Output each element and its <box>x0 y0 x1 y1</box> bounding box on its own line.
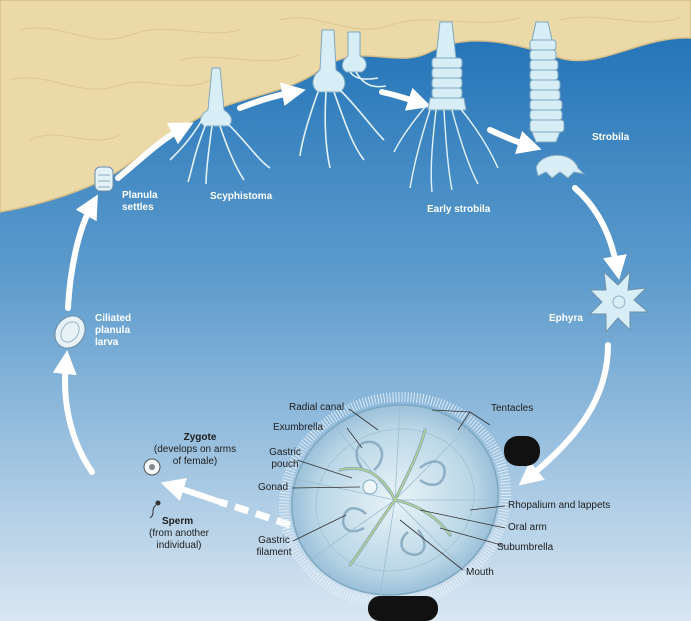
label-zygote-note: (develops on arms of female) <box>153 444 237 467</box>
label-subumbrella: Subumbrella <box>497 542 554 553</box>
arrow-strobila-to-ephyra <box>572 185 627 280</box>
scyphistoma <box>169 67 271 185</box>
label-radial-canal: Radial canal <box>289 402 345 413</box>
redaction-mark-1 <box>504 436 540 466</box>
arrow-early-to-strobila <box>487 127 542 154</box>
label-tentacles: Tentacles <box>491 403 534 414</box>
medusa-tentacle-fringe <box>278 392 512 608</box>
planula-larva <box>54 315 86 349</box>
arrow-larva-to-settles <box>65 194 98 311</box>
label-gastric-filament: Gastric filament <box>256 535 292 558</box>
polyp-budding <box>299 29 387 169</box>
label-exumbrella: Exumbrella <box>273 422 324 433</box>
part-leader-lines <box>291 408 506 571</box>
label-rhopalium-and-lappets: Rhopalium and lappets <box>508 500 611 511</box>
arrow-settle-to-scyphistoma <box>115 122 194 181</box>
cycle-arrows <box>52 82 627 486</box>
arrow-zygote-to-larva <box>52 350 95 475</box>
label-oral-arm: Oral arm <box>508 522 547 533</box>
sperm-cell <box>149 500 161 519</box>
label-zygote: Zygote <box>183 432 217 443</box>
label-planula-settles: Planula settles <box>122 190 158 213</box>
early-strobila <box>393 21 499 193</box>
arrow-medusa-to-zygote <box>160 478 292 529</box>
arrow-ephyra-to-medusa <box>518 342 611 486</box>
redaction-mark-2 <box>368 596 438 621</box>
label-gonad: Gonad <box>258 482 289 493</box>
strobila <box>529 21 586 179</box>
label-strobila: Strobila <box>592 132 630 143</box>
label-ciliated-planula-larva: Ciliated planula larva <box>95 313 132 348</box>
arrow-scyphistoma-to-budding <box>237 82 306 111</box>
label-sperm-note: (from another individual) <box>148 528 210 551</box>
planula-settled <box>94 166 114 192</box>
label-mouth: Mouth <box>466 567 494 578</box>
rock-texture <box>9 16 681 141</box>
label-early-strobila: Early strobila <box>427 204 491 215</box>
label-scyphistoma: Scyphistoma <box>210 191 273 202</box>
label-gastric-pouch: Gastric pouch <box>269 447 301 470</box>
ephyra-stage <box>588 270 650 334</box>
label-sperm: Sperm <box>162 516 194 527</box>
label-ephyra: Ephyra <box>549 313 583 324</box>
zygote-cell <box>143 458 161 476</box>
arrow-budding-to-early-strobila <box>379 87 432 111</box>
adult-medusa <box>278 392 512 608</box>
